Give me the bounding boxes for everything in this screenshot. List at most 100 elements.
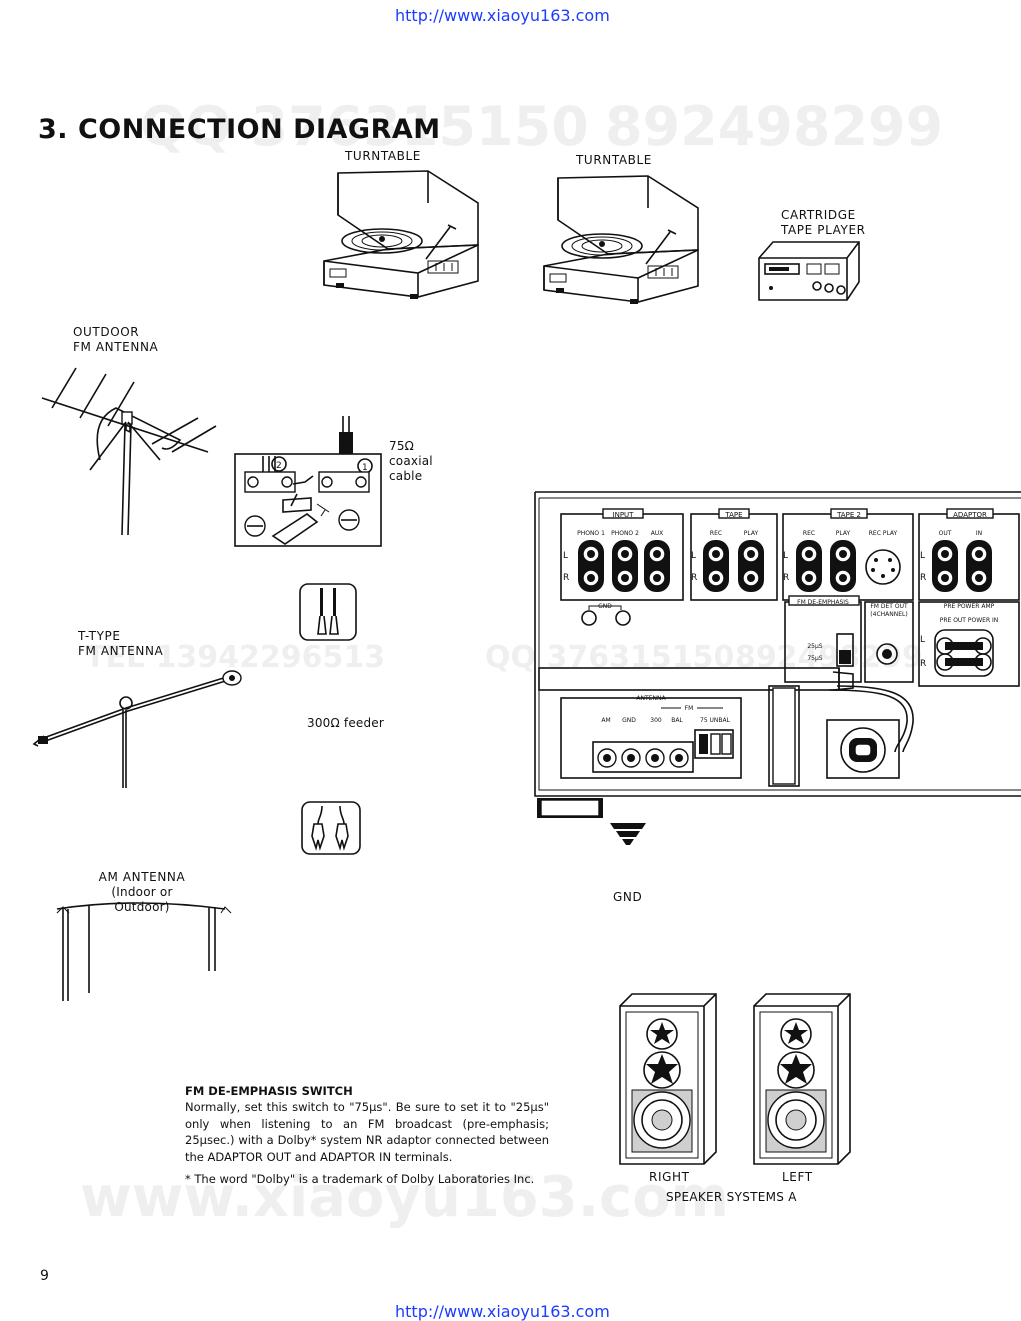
note-heading: FM DE-EMPHASIS SWITCH	[185, 1084, 353, 1098]
t-type-label-line1: T-TYPE	[78, 629, 121, 643]
rca-jack-pin	[621, 574, 629, 582]
fm-det-out-label: FM DET OUT	[870, 603, 908, 610]
rca-jack-pin	[621, 550, 629, 558]
pre-out-power-in-label: PRE OUT POWER IN	[940, 617, 999, 624]
speaker-left-illustration	[753, 993, 851, 1165]
watermark: 892498299	[605, 95, 944, 158]
rca-jack-pin	[975, 550, 983, 558]
svg-text:2: 2	[276, 461, 282, 471]
coax-label-line2: coaxial	[389, 454, 433, 468]
watermark: QQ 376315150	[485, 640, 735, 675]
outdoor-antenna-label-line1: OUTDOOR	[73, 325, 140, 339]
coax-cable-label: 75Ω coaxial cable	[389, 439, 433, 484]
rca-jack-pin	[587, 574, 595, 582]
cartridge-tape-player-illustration	[758, 241, 860, 301]
bal-300-label: 300	[650, 717, 662, 724]
ground-symbol-icon	[610, 823, 646, 845]
cartridge-label-line2: TAPE PLAYER	[781, 223, 866, 237]
feeder-lug-icon	[299, 583, 357, 641]
pre-r-label: R	[920, 659, 926, 669]
rca-jack-pin	[941, 550, 949, 558]
tape-r-label: R	[691, 573, 697, 583]
adaptor-l-label: L	[920, 551, 925, 561]
am-antenna-label-line1: AM ANTENNA	[98, 870, 186, 884]
input-label: INPUT	[613, 511, 635, 519]
speaker-systems-label: SPEAKER SYSTEMS A	[666, 1190, 797, 1204]
tape2-play-label: PLAY	[836, 530, 851, 537]
receiver-rear-panel: INPUT PHONO 1 PHONO 2 AUX L R TAPE REC P…	[534, 491, 1021, 818]
fm-deemphasis-note: FM DE-EMPHASIS SWITCH Normally, set this…	[185, 1083, 549, 1188]
rca-jack-pin	[712, 550, 720, 558]
rca-jack-pin	[941, 574, 949, 582]
am-antenna-illustration	[56, 902, 232, 1001]
gnd-label: GND	[613, 890, 643, 904]
outdoor-fm-antenna-illustration	[41, 367, 217, 536]
rca-jack-pin	[653, 574, 661, 582]
rca-jack-pin	[839, 574, 847, 582]
coax-label-line3: cable	[389, 469, 423, 483]
watermark: www.xiaoyu163.com	[80, 1165, 730, 1230]
adaptor-r-label: R	[920, 573, 926, 583]
tape2-recplay-label: REC PLAY	[869, 530, 898, 537]
rca-jack-pin	[747, 550, 755, 558]
svg-text:1: 1	[362, 463, 368, 473]
tape-label: TAPE	[724, 511, 742, 519]
note-footnote: * The word "Dolby" is a trademark of Dol…	[185, 1172, 535, 1186]
deemph-75-label: 75μS	[807, 655, 822, 662]
fm-deemphasis-label: FM DE-EMPHASIS	[797, 599, 849, 606]
header-url[interactable]: http://www.xiaoyu163.com	[395, 6, 610, 25]
page-title: 3. CONNECTION DIAGRAM	[38, 114, 441, 145]
cartridge-label-line1: CARTRIDGE	[781, 208, 856, 222]
coax-label-line1: 75Ω	[389, 439, 415, 453]
tape2-rec-label: REC	[803, 530, 815, 537]
watermark: TEL 13942296513	[85, 640, 386, 675]
bal-label: BAL	[671, 717, 683, 724]
phono1-label: PHONO 1	[577, 530, 605, 537]
note-body: Normally, set this switch to "75μs". Be …	[185, 1100, 549, 1164]
aux-label: AUX	[651, 530, 664, 537]
tape-play-label: PLAY	[744, 530, 759, 537]
speaker-left-label: LEFT	[782, 1170, 813, 1184]
rca-jack-pin	[712, 574, 720, 582]
feeder-label: 300Ω feeder	[307, 716, 385, 730]
outdoor-antenna-label-line2: FM ANTENNA	[73, 340, 159, 354]
rca-jack-pin	[805, 574, 813, 582]
fm-label: FM	[685, 705, 694, 712]
t-type-fm-antenna-illustration	[32, 670, 242, 788]
am-terminal-label: AM	[601, 717, 610, 724]
turntable-1-illustration	[323, 170, 479, 299]
t-type-antenna-label: T-TYPE FM ANTENNA	[78, 629, 163, 659]
watermark: QQ 376315150	[140, 95, 589, 158]
adaptor-out-label: OUT	[939, 530, 952, 537]
rca-jack-pin	[653, 550, 661, 558]
deemph-25-label: 25μS	[807, 643, 822, 650]
tape-rec-label: REC	[710, 530, 722, 537]
phono2-label: PHONO 2	[611, 530, 639, 537]
gnd-terminal-label: GND	[622, 717, 636, 724]
tape2-l-label: L	[783, 551, 788, 561]
rca-jack-pin	[587, 550, 595, 558]
spade-lug-icon	[301, 801, 361, 855]
rca-jack-pin	[805, 550, 813, 558]
fm-det-out-channel-label: (4CHANNEL)	[870, 611, 907, 618]
outdoor-antenna-label: OUTDOOR FM ANTENNA	[73, 325, 158, 355]
tape-l-label: L	[691, 551, 696, 561]
footer-url[interactable]: http://www.xiaoyu163.com	[395, 1302, 610, 1321]
cartridge-label: CARTRIDGE TAPE PLAYER	[781, 208, 866, 238]
turntable-label-1: TURNTABLE	[345, 149, 421, 163]
turntable-2-illustration	[543, 175, 699, 304]
unbal-75-label: 75 UNBAL	[700, 717, 731, 724]
page-number: 9	[40, 1268, 49, 1284]
rca-jack-pin	[975, 574, 983, 582]
tape2-r-label: R	[783, 573, 789, 583]
turntable-label-2: TURNTABLE	[576, 153, 652, 167]
pre-power-amp-label: PRE POWER AMP	[944, 603, 995, 610]
r-label: R	[563, 573, 569, 583]
speaker-right-illustration	[619, 993, 717, 1165]
adaptor-in-label: IN	[976, 530, 982, 537]
coaxial-connector-detail: 2 1	[234, 416, 382, 547]
speaker-right-label: RIGHT	[649, 1170, 690, 1184]
antenna-label: ANTENNA	[636, 695, 666, 702]
l-label: L	[563, 551, 568, 561]
rca-jack-pin	[747, 574, 755, 582]
